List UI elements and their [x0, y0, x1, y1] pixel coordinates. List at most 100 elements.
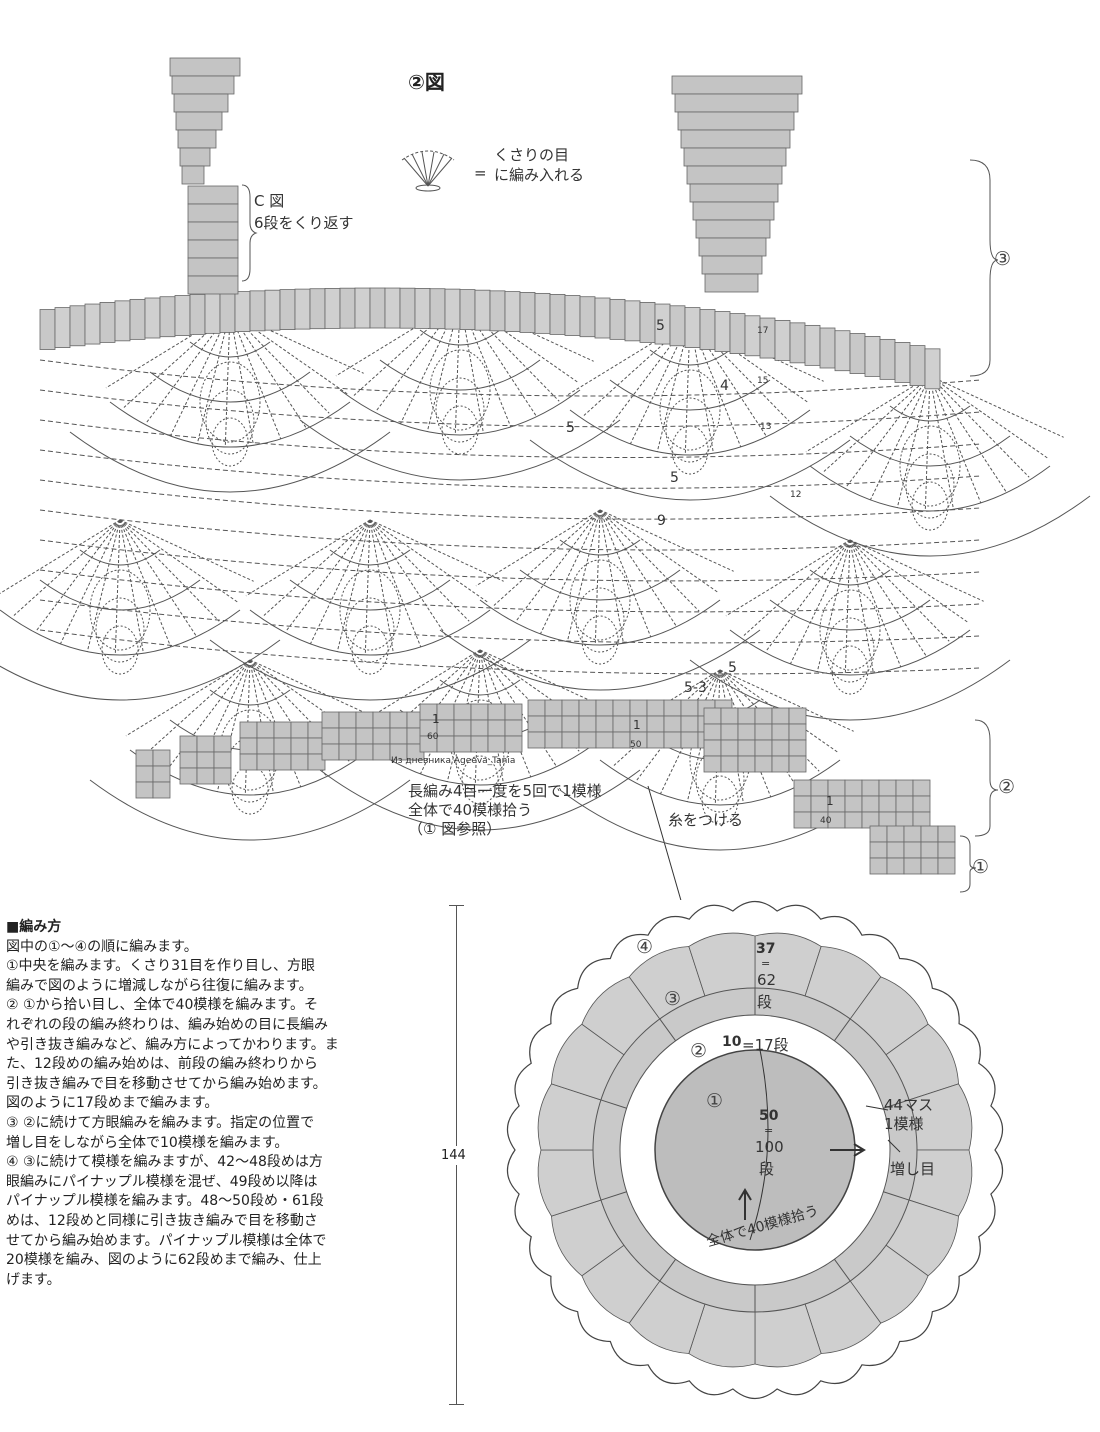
- pattern-number-5d: 5: [728, 660, 737, 676]
- grid-cell: [737, 739, 756, 757]
- pineapple-oval: [351, 625, 389, 675]
- ring-3-divider: [833, 1018, 851, 1042]
- pineapple-oval: [199, 361, 261, 443]
- chain-line: [229, 311, 364, 374]
- grid-cell: [729, 313, 746, 355]
- chain-line: [849, 539, 927, 657]
- grid-cell: [129, 298, 146, 340]
- grid-cell: [669, 305, 686, 347]
- instructions-line: 20模様を編み、図のように62段めまで編み、仕上: [6, 1252, 322, 1269]
- grid-cell: [309, 288, 326, 330]
- grid-cell: [339, 287, 356, 329]
- grid-cell: [903, 825, 922, 843]
- pineapple-oval: [899, 425, 961, 507]
- pattern-number-5c: 5: [670, 470, 679, 486]
- grid-cell: [629, 699, 648, 717]
- grid-cell: [527, 699, 546, 717]
- section-1-bracket: [959, 835, 977, 893]
- chain-line: [419, 649, 481, 775]
- chain-line: [659, 669, 721, 795]
- column-cell: [671, 75, 803, 95]
- grid-cell: [774, 319, 791, 361]
- grid-cell: [527, 731, 546, 749]
- grid-cell: [663, 699, 682, 717]
- chain-line: [849, 539, 969, 624]
- arc-row: [249, 609, 491, 656]
- column-cell: [701, 255, 763, 275]
- section-marker-2: ②: [998, 776, 1016, 798]
- chain-line: [229, 311, 307, 429]
- grid-cell: [663, 731, 682, 749]
- grid-cell: [703, 707, 722, 725]
- grid-cell: [239, 737, 258, 755]
- arc-row: [769, 599, 931, 631]
- chain-line: [929, 375, 982, 504]
- grid-cell: [234, 291, 251, 333]
- grid-cell: [793, 779, 812, 797]
- pineapple-oval: [101, 625, 139, 675]
- grid-cell: [389, 727, 408, 745]
- column-cell: [187, 203, 239, 223]
- grid-cell: [886, 841, 905, 859]
- grid-cell: [920, 841, 939, 859]
- arc-row: [479, 599, 721, 646]
- grid-cell: [754, 723, 773, 741]
- chain-line: [849, 539, 950, 642]
- grid-cell: [273, 737, 292, 755]
- grid-cell: [720, 755, 739, 773]
- instructions-line: 引き抜き編みで目を移動させてから編み始めます。: [6, 1075, 327, 1092]
- chain-line: [59, 519, 121, 645]
- instructions-heading: ■編み方: [6, 919, 62, 935]
- chain-line: [86, 519, 121, 652]
- instructions-line: せてから編み始めます。パイナップル模様は全体で: [6, 1232, 327, 1249]
- row-number-12: 12: [790, 490, 802, 500]
- grid-cell: [937, 841, 956, 859]
- pattern-number-5-3: 5-3: [684, 680, 707, 696]
- row-number-1c: 1: [826, 794, 834, 808]
- pointer-line: [647, 785, 682, 900]
- chain-line: [823, 375, 931, 472]
- grid-cell: [561, 715, 580, 733]
- pineapple-oval: [831, 645, 869, 695]
- grid-cell: [459, 289, 476, 331]
- grid-cell: [920, 857, 939, 875]
- arc-row: [419, 329, 501, 346]
- grid-cell: [595, 699, 614, 717]
- chain-line: [114, 519, 121, 655]
- grid-cell: [355, 743, 374, 761]
- arc-row: [519, 569, 681, 601]
- ring-3-divider: [833, 1258, 851, 1282]
- grid-cell: [624, 300, 641, 342]
- chain-line: [689, 319, 809, 404]
- grid-cell: [256, 721, 275, 739]
- chain-line: [119, 519, 172, 648]
- chain-line: [335, 299, 461, 377]
- instructions-line: げます。: [6, 1271, 61, 1288]
- grid-cell: [869, 825, 888, 843]
- chain-line: [635, 669, 721, 782]
- arc-row: [329, 549, 411, 566]
- chain-line: [929, 375, 1049, 460]
- grid-cell: [152, 781, 171, 799]
- rows-10-eq: =17段: [742, 1036, 789, 1054]
- round-row: [39, 359, 981, 397]
- pineapple-oval: [569, 559, 631, 641]
- grid-cell: [429, 288, 446, 330]
- instructions-line: パイナップル模様を編みます。48～50段め・61段: [6, 1193, 324, 1210]
- grid-cell: [114, 300, 131, 342]
- chain-line: [285, 519, 371, 632]
- grid-cell: [487, 719, 506, 737]
- grid-cell: [639, 301, 656, 343]
- grid-cell: [99, 301, 116, 343]
- grid-cell: [879, 338, 896, 380]
- chain-line: [263, 519, 371, 616]
- grid-cell: [578, 699, 597, 717]
- c-note-line2: 6段をくり返す: [254, 214, 354, 232]
- grid-cell: [534, 292, 551, 334]
- arc-row: [339, 389, 581, 436]
- grid-cell: [878, 811, 897, 829]
- grid-cell: [414, 287, 431, 329]
- grid-cell: [895, 811, 914, 829]
- column-cell: [680, 129, 791, 149]
- grid-cell: [703, 739, 722, 757]
